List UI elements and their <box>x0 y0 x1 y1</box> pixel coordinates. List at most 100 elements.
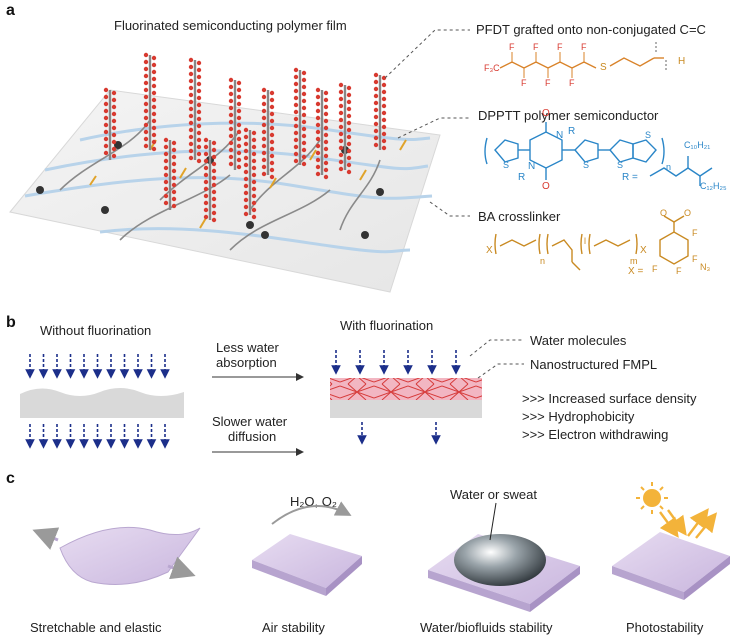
fluorine-atom <box>163 151 169 157</box>
fluorine-atom <box>346 127 352 133</box>
fluorine-atom <box>323 90 329 96</box>
fluorine-atom <box>228 77 234 83</box>
fluorine-atom <box>203 207 209 213</box>
fluorine-atom <box>269 160 275 166</box>
fluorine-atom <box>381 117 387 123</box>
fluorine-atom <box>315 129 321 135</box>
fluorine-atom <box>143 101 149 107</box>
ba-x-right: X <box>640 245 647 256</box>
fluorine-atom <box>151 104 157 110</box>
fluorine-atom <box>323 97 329 103</box>
caption-air-stability: Air stability <box>262 620 325 635</box>
fluorine-atom <box>338 110 344 116</box>
fluorine-atom <box>188 148 194 154</box>
dpptt-r-top: R <box>568 126 576 137</box>
fluorine-atom <box>211 175 217 181</box>
fluorine-atom <box>269 153 275 159</box>
fluorine-atom <box>346 169 352 175</box>
fluorine-atom <box>338 82 344 88</box>
fluorine-atom <box>301 119 307 125</box>
fluorine-atom <box>251 151 257 157</box>
fluorine-atom <box>151 132 157 138</box>
fluorine-atom <box>203 172 209 178</box>
fluorine-atom <box>301 140 307 146</box>
fluorine-atom <box>346 162 352 168</box>
fluorine-atom <box>251 172 257 178</box>
fluorine-atom <box>171 168 177 174</box>
fluorine-atom <box>211 196 217 202</box>
fluorine-atom <box>103 122 109 128</box>
fluorine-atom <box>171 203 177 209</box>
fluorine-atom <box>261 87 267 93</box>
fluorine-atom <box>151 55 157 61</box>
caption-photostability: Photostability <box>626 620 704 635</box>
fluorine-atom <box>293 123 299 129</box>
fluorine-atom <box>211 147 217 153</box>
fluorine-atom <box>211 154 217 160</box>
fluorine-atom <box>188 92 194 98</box>
fluorine-atom <box>293 109 299 115</box>
ba-caption: BA crosslinker <box>478 209 561 224</box>
fluorine-atom <box>323 125 329 131</box>
fluorine-atom <box>143 80 149 86</box>
fluorine-atom <box>261 94 267 100</box>
pfdt-s-atom: S <box>600 62 607 73</box>
fluorine-atom <box>315 150 321 156</box>
fluorine-atom <box>301 84 307 90</box>
fluorine-atom <box>373 86 379 92</box>
fluorine-atom <box>381 138 387 144</box>
fluorine-atom <box>236 94 242 100</box>
fluorine-atom <box>346 106 352 112</box>
fluorine-atom <box>211 189 217 195</box>
fluorine-atom <box>236 150 242 156</box>
fluorine-atom <box>269 174 275 180</box>
pfdt-f-top-3: F <box>557 42 563 52</box>
fluorine-atom <box>171 175 177 181</box>
fluorine-atom <box>163 137 169 143</box>
panel-c-label: c <box>6 470 15 487</box>
fluorine-atom <box>346 99 352 105</box>
fluorine-atom <box>196 158 202 164</box>
fluorine-atom <box>315 87 321 93</box>
fluorine-atom <box>315 101 321 107</box>
stretchable-sheet <box>59 526 201 585</box>
fluorine-atom <box>188 64 194 70</box>
fluorine-atom <box>269 90 275 96</box>
water-leader <box>489 502 497 541</box>
fluorine-atom <box>338 124 344 130</box>
fluorine-atom <box>143 108 149 114</box>
fluorine-atom <box>315 136 321 142</box>
fluorine-atom <box>243 127 249 133</box>
dpptt-n-bottom: N <box>528 161 536 172</box>
fluorine-atom <box>338 138 344 144</box>
fluorine-atom <box>228 140 234 146</box>
fluorine-atom <box>171 189 177 195</box>
pfdt-f-top-4: F <box>581 42 587 52</box>
fluorine-atom <box>143 87 149 93</box>
ba-o-2: O <box>684 208 692 218</box>
pfdt-chains <box>108 55 382 220</box>
fluorine-atom <box>346 148 352 154</box>
fluorine-atom <box>196 130 202 136</box>
fluorine-atom <box>243 204 249 210</box>
pfdt-f-top-2: F <box>533 42 539 52</box>
fluorine-atom <box>188 127 194 133</box>
fluorine-atom <box>269 125 275 131</box>
fluorine-atom <box>171 147 177 153</box>
fluorine-atom <box>111 111 117 117</box>
fluorine-atom <box>301 161 307 167</box>
fluorine-atom <box>338 152 344 158</box>
fluorine-atom <box>261 108 267 114</box>
fluorine-atom <box>315 164 321 170</box>
fluorine-atom <box>228 105 234 111</box>
fluorine-atom <box>261 129 267 135</box>
fluorine-atom <box>111 139 117 145</box>
fluorine-atom <box>188 113 194 119</box>
fluorine-atom <box>373 142 379 148</box>
fluorine-atom <box>251 165 257 171</box>
fluorine-atom <box>315 122 321 128</box>
fluorine-atom <box>236 80 242 86</box>
ba-l-sub: l <box>584 236 586 246</box>
fluorine-atom <box>251 186 257 192</box>
